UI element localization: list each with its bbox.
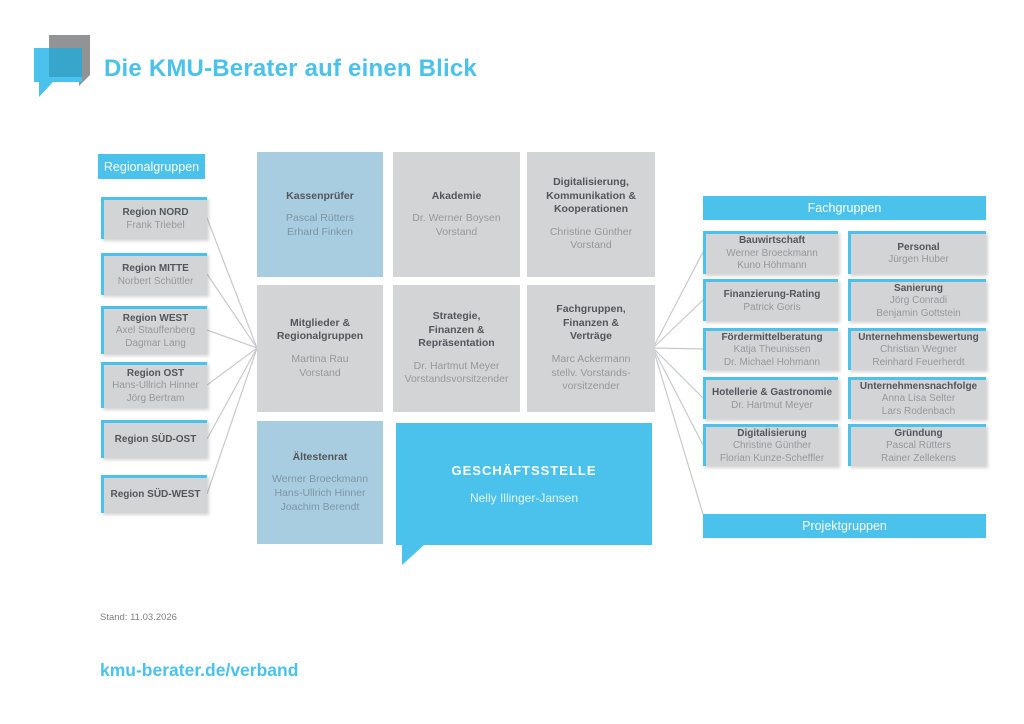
region-title: Region SÜD-WEST — [110, 489, 201, 501]
geschaeftsstelle-title: GESCHÄFTSSTELLE — [451, 463, 597, 478]
box-sub: Christine Günther Vorstand — [549, 225, 633, 252]
box-title: Ältestenrat — [292, 450, 348, 463]
stand-date: Stand: 11.03.2026 — [100, 612, 177, 623]
fach-names: Pascal Rütters Rainer Zellekens — [880, 440, 957, 464]
fach-title: Bauwirtschaft — [738, 235, 806, 247]
fach-box-unternehmensnachfolge: Unternehmensnachfolge Anna Lisa Selter L… — [848, 377, 986, 419]
website-url: kmu-berater.de/verband — [100, 660, 299, 680]
fach-names: Jörg Conradi Benjamin Gottstein — [876, 295, 961, 319]
region-names: Norbert Schüttler — [117, 275, 194, 287]
box-geschaeftsstelle: GESCHÄFTSSTELLE Nelly Illinger-Jansen — [396, 423, 652, 565]
fach-names: Werner Broeckmann Kuno Höhmann — [726, 247, 818, 272]
box-digitalisierung-kommunikation: Digitalisierung, Kommunikation & Koopera… — [527, 152, 655, 277]
box-sub: Marc Ackermann stellv. Vorstands- vorsit… — [551, 353, 631, 393]
regionalgruppen-header: Regionalgruppen — [98, 154, 205, 179]
box-title: Fachgruppen, Finanzen & Verträge — [556, 303, 626, 343]
box-fachgruppen-finanzen-vertraege: Fachgruppen, Finanzen & Verträge Marc Ac… — [527, 285, 655, 412]
region-names: Frank Triebel — [126, 219, 185, 231]
box-title: Akademie — [431, 189, 482, 202]
page-title: Die KMU-Berater auf einen Blick — [104, 55, 477, 82]
fach-title: Gründung — [894, 427, 943, 439]
fachgruppen-header: Fachgruppen — [703, 196, 986, 220]
geschaeftsstelle-sub: Nelly Illinger-Jansen — [469, 491, 579, 505]
fach-title: Digitalisierung — [737, 427, 807, 439]
box-kassenpruefer: Kassenprüfer Pascal Rütters Erhard Finke… — [257, 152, 383, 277]
box-sub: Dr. Hartmut Meyer Vorstandsvorsitzender — [404, 359, 509, 386]
fach-names: Jürgen Huber — [888, 254, 949, 265]
box-strategie-finanzen: Strategie, Finanzen & Repräsentation Dr.… — [393, 285, 520, 412]
fach-title: Finanzierung-Rating — [723, 289, 821, 300]
region-box-nord: Region NORD Frank Triebel — [101, 197, 207, 239]
box-akademie: Akademie Dr. Werner Boysen Vorstand — [393, 152, 520, 277]
fach-title: Fördermittelberatung — [721, 331, 823, 343]
box-sub: Pascal Rütters Erhard Finken — [285, 212, 355, 238]
box-title: Mitglieder & Regionalgruppen — [276, 316, 364, 343]
fach-box-hotellerie-gastronomie: Hotellerie & Gastronomie Dr. Hartmut Mey… — [703, 377, 838, 419]
fach-box-bauwirtschaft: Bauwirtschaft Werner Broeckmann Kuno Höh… — [703, 231, 838, 274]
region-box-west: Region WEST Axel Stauffenberg Dagmar Lan… — [101, 306, 207, 354]
fach-names: Patrick Goris — [743, 301, 801, 313]
region-box-mitte: Region MITTE Norbert Schüttler — [101, 253, 207, 295]
region-title: Region SÜD-OST — [114, 434, 197, 446]
fach-box-personal: Personal Jürgen Huber — [848, 231, 986, 274]
fach-box-gruendung: Gründung Pascal Rütters Rainer Zellekens — [848, 424, 986, 466]
region-box-sued-west: Region SÜD-WEST — [101, 475, 207, 513]
box-title: Kassenprüfer — [286, 189, 354, 202]
kmu-berater-logo — [34, 35, 90, 97]
speech-bubble-tail-icon — [402, 545, 424, 565]
fach-box-foerdermittelberatung: Fördermittelberatung Katja Theunissen Dr… — [703, 328, 838, 370]
region-box-ost: Region OST Hans-Ullrich Hinner Jörg Bert… — [101, 362, 207, 408]
fach-names: Christian Wegner Reinhard Feuerherdt — [872, 344, 965, 368]
logo-overlap — [49, 48, 82, 77]
box-sub: Martina Rau Vorstand — [291, 353, 349, 379]
projektgruppen-header: Projektgruppen — [703, 514, 986, 538]
region-names: Hans-Ullrich Hinner Jörg Bertram — [112, 380, 199, 404]
region-title: Region NORD — [122, 207, 189, 218]
box-sub: Dr. Werner Boysen Vorstand — [412, 212, 501, 238]
box-sub: Werner Broeckmann Hans-Ullrich Hinner Jo… — [271, 473, 369, 513]
fach-names: Anna Lisa Selter Lars Rodenbach — [881, 393, 956, 417]
fach-box-unternehmensbewertung: Unternehmensbewertung Christian Wegner R… — [848, 328, 986, 370]
fach-box-sanierung: Sanierung Jörg Conradi Benjamin Gottstei… — [848, 279, 986, 321]
fach-names: Katja Theunissen Dr. Michael Hohmann — [723, 344, 821, 368]
fach-title: Sanierung — [894, 282, 943, 294]
fach-box-finanzierung-rating: Finanzierung-Rating Patrick Goris — [703, 279, 838, 321]
fach-box-digitalisierung: Digitalisierung Christine Günther Floria… — [703, 424, 838, 466]
box-title: Digitalisierung, Kommunikation & Koopera… — [546, 175, 636, 216]
region-title: Region OST — [126, 367, 185, 379]
fach-names: Christine Günther Florian Kunze-Scheffle… — [719, 440, 825, 464]
region-title: Region WEST — [122, 312, 189, 324]
box-aeltestenrat: Ältestenrat Werner Broeckmann Hans-Ullri… — [257, 421, 383, 544]
region-title: Region MITTE — [122, 263, 189, 274]
fach-title: Unternehmensbewertung — [858, 331, 979, 343]
box-mitglieder-regionalgruppen: Mitglieder & Regionalgruppen Martina Rau… — [257, 285, 383, 412]
region-names: Axel Stauffenberg Dagmar Lang — [115, 325, 196, 349]
fach-names: Dr. Hartmut Meyer — [731, 399, 813, 411]
region-box-sued-ost: Region SÜD-OST — [101, 420, 207, 458]
fach-title: Unternehmensnachfolge — [859, 380, 978, 392]
box-title: Strategie, Finanzen & Repräsentation — [418, 309, 495, 350]
fach-title: Personal — [897, 241, 940, 253]
fach-title: Hotellerie & Gastronomie — [711, 387, 833, 398]
